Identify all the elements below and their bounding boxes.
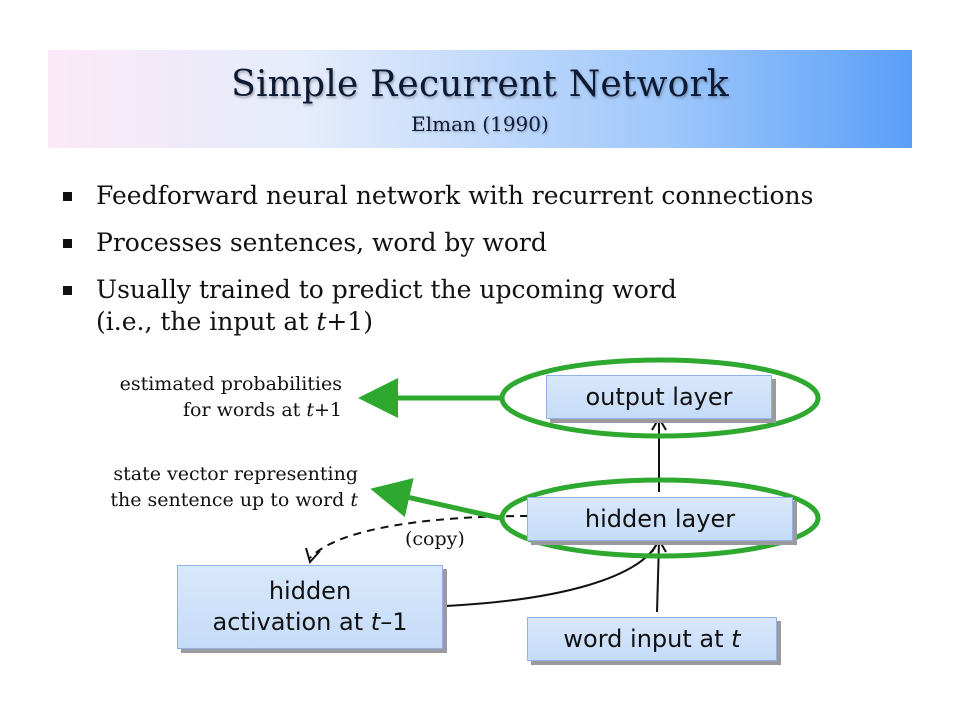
- hidden-layer-label: hidden layer: [584, 504, 736, 533]
- output-note-line2-var: t: [306, 399, 314, 421]
- hidden-note-line1: state vector representing: [113, 463, 358, 485]
- context-layer-node: hidden activation at t–1: [177, 565, 443, 649]
- bullet-text-line2-pre: (i.e., the input at: [96, 307, 317, 336]
- square-bullet-icon: [63, 286, 72, 295]
- output-layer-node: output layer: [546, 375, 772, 419]
- bullet-text: Processes sentences, word by word: [96, 228, 547, 257]
- bullet-text-line1: Usually trained to predict the upcoming …: [96, 275, 677, 304]
- context-label-line2-var: t: [370, 608, 381, 636]
- slide-subtitle: Elman (1990): [411, 112, 549, 136]
- arrowhead-icon: [305, 547, 321, 565]
- output-highlight-ellipse: [499, 357, 821, 439]
- bullet-text-line2-var: t: [316, 307, 327, 336]
- hidden-note-arrow: [370, 478, 501, 521]
- hidden-highlight-ellipse: [499, 477, 821, 559]
- context-to-hidden-arrow: [445, 541, 659, 607]
- title-banner: Simple Recurrent Network Elman (1990): [48, 50, 912, 148]
- square-bullet-icon: [63, 192, 72, 201]
- context-label-line1: hidden: [268, 577, 352, 605]
- output-note-line2-post: +1: [313, 399, 342, 421]
- bullet-text-line2-post: +1): [326, 307, 373, 336]
- input-label-pre: word input at: [563, 624, 732, 653]
- hidden-note-line2-var: t: [350, 489, 358, 511]
- hidden-note-line2-pre: the sentence up to word: [110, 489, 351, 511]
- copy-label: (copy): [405, 528, 465, 550]
- input-to-hidden-arrow: [656, 541, 660, 613]
- context-label-line2-post: –1: [380, 608, 408, 636]
- hidden-layer-node: hidden layer: [527, 497, 793, 541]
- hidden-note: state vector representing the sentence u…: [40, 461, 358, 513]
- bullet-text: Feedforward neural network with recurren…: [96, 181, 814, 210]
- input-label-var: t: [731, 624, 741, 653]
- context-label-line2-pre: activation at: [212, 608, 371, 636]
- input-layer-node: word input at t: [527, 617, 777, 661]
- slide-title: Simple Recurrent Network: [231, 64, 729, 105]
- output-note-line2-pre: for words at: [183, 399, 307, 421]
- square-bullet-icon: [63, 239, 72, 248]
- output-note: estimated probabilities for words at t+1: [40, 371, 342, 423]
- output-note-line1: estimated probabilities: [119, 373, 342, 395]
- bullet-item: Feedforward neural network with recurren…: [60, 180, 920, 212]
- bullet-list: Feedforward neural network with recurren…: [60, 180, 920, 353]
- bullet-item: Usually trained to predict the upcoming …: [60, 274, 920, 338]
- output-layer-label: output layer: [585, 382, 733, 411]
- bullet-item: Processes sentences, word by word: [60, 227, 920, 259]
